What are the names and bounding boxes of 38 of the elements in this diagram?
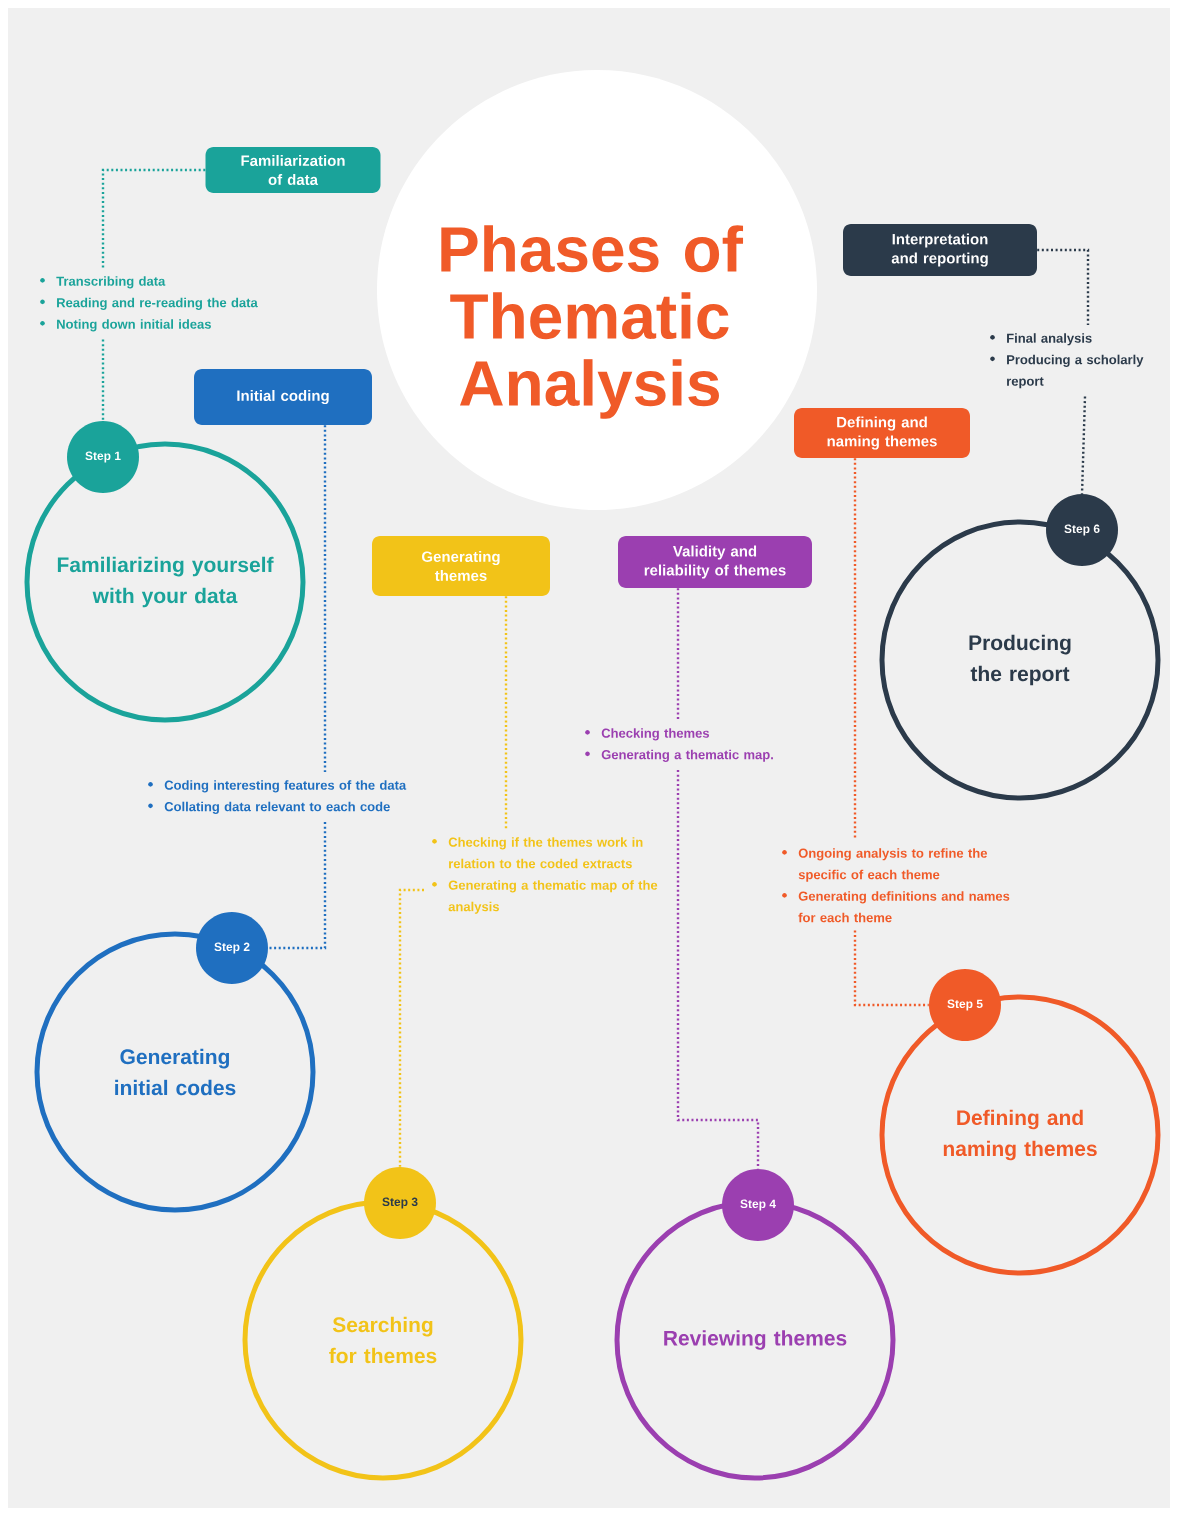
node-label: Reading and re-reading the data	[57, 297, 258, 310]
bullet-list: Ongoing analysis to refine the specific of each theme Generating definitions and names for each theme	[782, 848, 1010, 923]
node-label: Ongoing analysis to refine the specific of each theme	[798, 848, 988, 882]
node-label: Final analysis	[1007, 333, 1092, 346]
dotted-connector	[101, 339, 105, 421]
dotted-connector	[676, 770, 760, 1169]
node-label: Producing a scholarly report	[1007, 354, 1144, 389]
dotted-connector	[676, 588, 680, 720]
node-label: Generating a thematic map of the analysis	[448, 880, 658, 914]
node-label: Coding interesting features of the data	[164, 780, 407, 793]
dotted-connector	[268, 822, 327, 950]
label-box: Interpretation and reporting	[843, 224, 1037, 276]
dotted-connector	[323, 425, 327, 772]
bullet-list: Checking if the themes work in relation to the coded extracts Generating a thematic map of the analysis	[432, 837, 658, 914]
label-box: Initial coding	[194, 369, 372, 425]
label-box: Familiarization of data	[205, 147, 381, 193]
node-label: Collating data relevant to each code	[164, 801, 390, 814]
label-box: Generating themes	[372, 536, 550, 596]
title: Phases of Thematic Analysis	[441, 225, 744, 419]
node-label: Checking themes	[601, 728, 710, 741]
node-label: Generating definitions and names for each theme	[798, 891, 1010, 923]
dotted-connector	[504, 596, 508, 829]
label-box: Defining and naming themes	[794, 408, 970, 458]
dotted-connector	[853, 458, 857, 840]
dotted-connector	[1037, 248, 1090, 325]
node-label: Generating a thematic map.	[601, 749, 773, 762]
dotted-connector	[101, 168, 206, 268]
node-label: Transcribing data	[56, 276, 166, 289]
label-box: Validity and reliability of themes	[618, 536, 812, 588]
bullet-list: Checking themes Generating a thematic map.	[585, 728, 773, 762]
dotted-connector	[1080, 396, 1087, 494]
dotted-connector	[853, 930, 929, 1007]
bullet-list: Final analysis Producing a scholarly report	[990, 333, 1144, 389]
bullet-list: Coding interesting features of the data Collating data relevant to each code	[148, 780, 407, 814]
node-label: Noting down initial ideas	[57, 319, 211, 332]
dotted-connector	[398, 888, 424, 1167]
node-label: Checking if the themes work in relation to the coded extracts	[448, 837, 643, 869]
bullet-list: Transcribing data Reading and re-reading the data Noting down initial ideas	[40, 276, 258, 332]
